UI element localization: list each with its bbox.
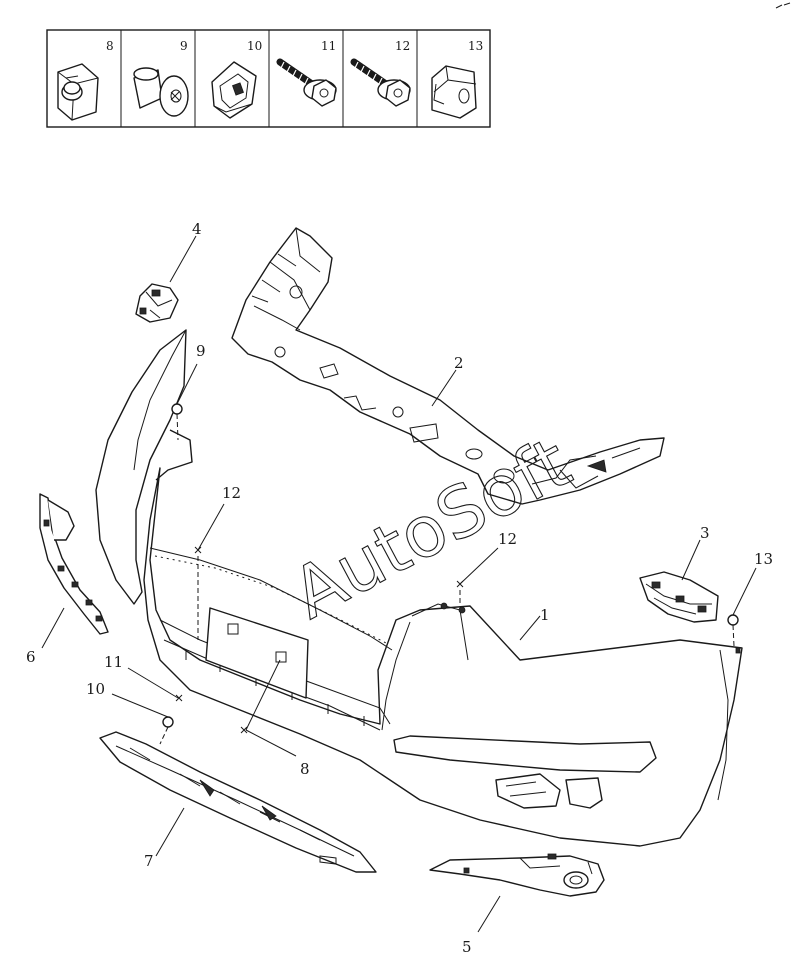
leader-line [245, 659, 281, 731]
leader-line [245, 729, 297, 757]
leader-line [111, 693, 169, 718]
callout-3: 3 [700, 524, 710, 542]
corner-mark [775, 2, 791, 9]
callout-4: 4 [192, 220, 202, 238]
spring-nut-icon [211, 61, 257, 119]
leader-line [431, 369, 457, 407]
clip-marker [240, 726, 248, 734]
callout-8: 8 [300, 760, 310, 778]
leader-line [176, 363, 198, 405]
legend-number: 10 [247, 39, 262, 53]
spring-nut-marker [162, 716, 174, 728]
callout-6: 6 [26, 648, 36, 666]
callout-12: 12 [222, 484, 241, 502]
watermark: AutoSoft [279, 421, 583, 635]
screw-marker [175, 694, 183, 702]
flange-screw-icon [276, 58, 337, 107]
callout-5: 5 [462, 938, 472, 956]
front-bumper-cover [95, 329, 743, 847]
square-nut-icon [431, 65, 477, 119]
rivet-clip-icon [133, 67, 189, 117]
callout-1: 1 [540, 606, 550, 624]
side-bracket-small [135, 283, 179, 323]
callout-11: 11 [104, 653, 123, 671]
right-side-bracket [639, 571, 719, 623]
leader-line [197, 503, 225, 551]
legend-number: 8 [106, 39, 114, 53]
legend-number: 13 [468, 39, 483, 53]
rivet-marker [171, 403, 183, 415]
leader-line [169, 235, 197, 283]
flange-screw-icon [350, 58, 411, 107]
leader-line [519, 615, 541, 641]
leader-lines [41, 235, 757, 933]
square-nut-marker [727, 614, 739, 626]
leader-line [732, 567, 757, 616]
leader-line [477, 895, 501, 933]
leader-line [459, 547, 499, 585]
lower-grille [99, 731, 377, 873]
leader-line [681, 539, 701, 581]
upper-support-bracket [231, 227, 665, 505]
fastener-legend: 8 9 10 11 12 13 [46, 29, 491, 128]
callout-10: 10 [86, 680, 105, 698]
leader-line [155, 807, 185, 857]
callout-7: 7 [144, 852, 154, 870]
callout-13: 13 [754, 550, 773, 568]
leader-line [159, 726, 169, 745]
push-clip-icon [57, 63, 99, 121]
fog-lamp-bezel [429, 853, 605, 897]
leader-line [176, 413, 179, 441]
legend-number: 11 [321, 39, 336, 53]
legend-number: 12 [395, 39, 410, 53]
left-side-trim-strip [39, 493, 109, 635]
leader-line [41, 607, 65, 649]
callout-numbers: 1 2 3 4 5 6 7 8 9 10 11 12 12 13 [26, 220, 773, 956]
leader-line [732, 624, 735, 647]
callout-9: 9 [196, 342, 206, 360]
callout-12: 12 [498, 530, 517, 548]
leader-line [127, 667, 179, 699]
callout-2: 2 [454, 354, 464, 372]
legend-number: 9 [180, 39, 188, 53]
